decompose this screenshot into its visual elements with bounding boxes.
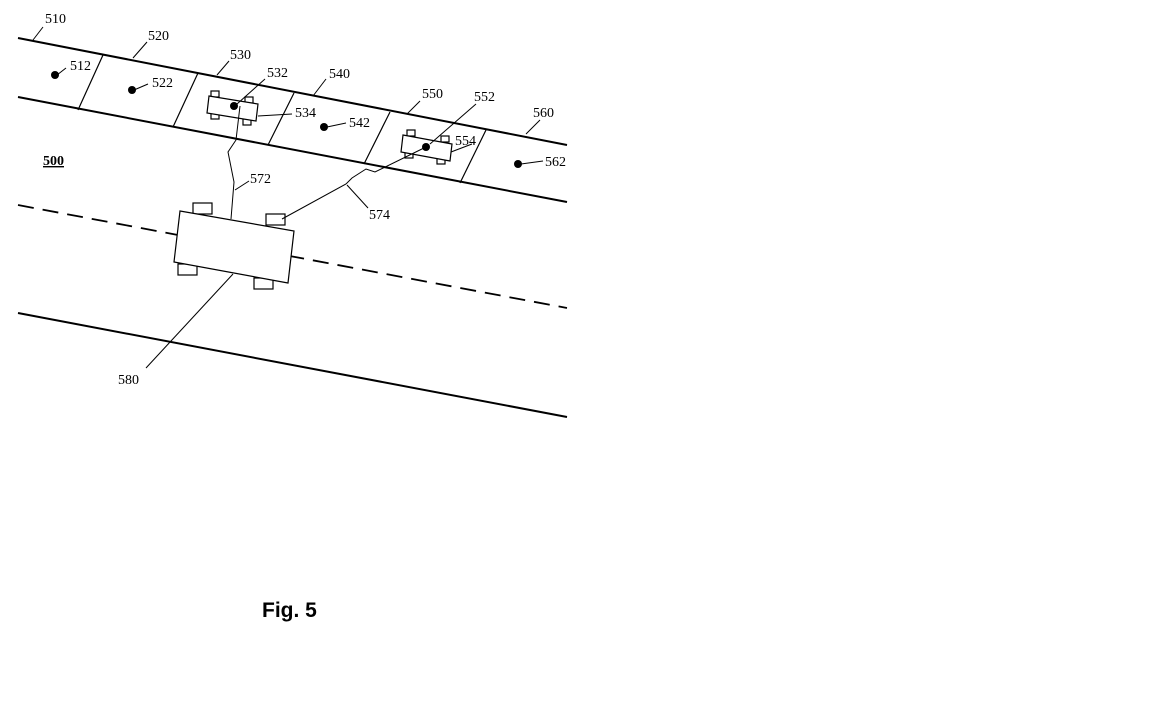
sensor-dot-532-overlay — [230, 102, 238, 110]
leader-510 — [32, 26, 44, 41]
sensor-dot-522 — [128, 86, 136, 94]
sensor-dot-542 — [320, 123, 328, 131]
ref-532: 532 — [267, 66, 288, 81]
figure-caption: Fig. 5 — [262, 599, 317, 622]
leader-580 — [145, 273, 234, 369]
parking-strip-top-edge — [17, 37, 568, 146]
leader-534 — [257, 113, 293, 117]
ref-510: 510 — [45, 12, 66, 27]
wireless-link-572 — [227, 105, 241, 220]
ref-554: 554 — [455, 134, 476, 149]
ref-522: 522 — [152, 76, 173, 91]
space-divider-5 — [459, 129, 487, 184]
leader-552 — [429, 103, 477, 145]
ref-534: 534 — [295, 106, 316, 121]
ref-542: 542 — [349, 116, 370, 131]
leader-542 — [326, 122, 347, 128]
road-bottom-edge — [17, 312, 568, 418]
ref-512: 512 — [70, 59, 91, 74]
parking-strip-bottom-edge — [17, 96, 568, 203]
ref-562: 562 — [545, 155, 566, 170]
space-divider-3 — [267, 92, 295, 146]
lane-center-dashed-line — [17, 204, 568, 309]
moving-vehicle-580 — [173, 202, 295, 290]
ref-540: 540 — [329, 67, 350, 82]
leader-512 — [56, 67, 67, 76]
ref-572: 572 — [250, 172, 271, 187]
space-divider-2 — [172, 72, 199, 128]
leader-522 — [133, 83, 149, 91]
leader-540 — [312, 78, 327, 97]
ref-530: 530 — [230, 48, 251, 63]
leader-550 — [406, 100, 421, 115]
leader-520 — [132, 41, 148, 59]
leader-530 — [216, 60, 230, 76]
sensor-dot-562 — [514, 160, 522, 168]
leader-560 — [525, 119, 541, 135]
space-divider-4 — [363, 111, 391, 165]
ref-520: 520 — [148, 29, 169, 44]
leader-572 — [234, 180, 250, 191]
wireless-link-574 — [281, 146, 427, 220]
leader-554 — [450, 143, 473, 153]
ref-560: 560 — [533, 106, 554, 121]
figure-number: 500 — [43, 154, 64, 169]
ref-580: 580 — [118, 373, 139, 388]
leader-562 — [520, 160, 544, 165]
ref-574: 574 — [369, 208, 390, 223]
ref-552: 552 — [474, 90, 495, 105]
space-divider-1 — [77, 54, 104, 111]
leader-532 — [236, 78, 266, 105]
leader-574 — [346, 184, 369, 209]
sensor-dot-512 — [51, 71, 59, 79]
ref-550: 550 — [422, 87, 443, 102]
